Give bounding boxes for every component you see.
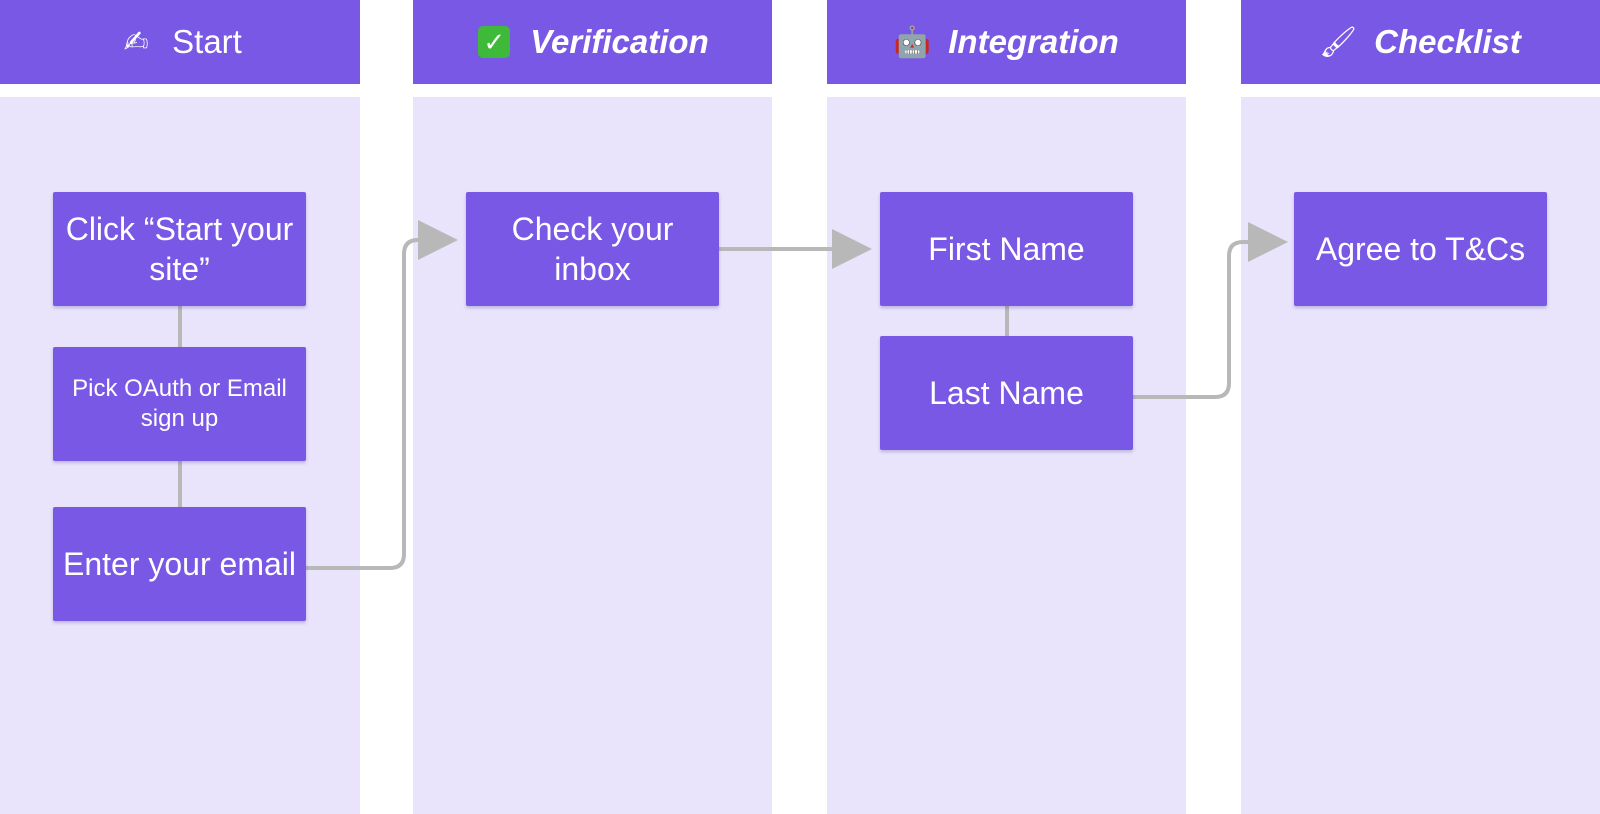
step-click-start-your-site[interactable]: Click “Start your site” — [53, 192, 306, 306]
check-mark-button-icon: ✓ — [476, 24, 512, 60]
lane-header-start: ✍ Start — [0, 0, 360, 84]
writing-hand-icon: ✍ — [123, 25, 149, 59]
lane-header-integration: 🤖 Integration — [827, 0, 1186, 84]
step-agree-to-tcs[interactable]: Agree to T&Cs — [1294, 192, 1547, 306]
lane-header-checklist: 🖌 Checklist — [1241, 0, 1600, 84]
lane-header-verification: ✓ Verification — [413, 0, 772, 84]
lane-title-start: Start — [172, 23, 242, 60]
lane-title-checklist: Checklist — [1374, 23, 1521, 60]
step-first-name[interactable]: First Name — [880, 192, 1133, 306]
lane-title-integration: Integration — [948, 23, 1119, 60]
paintbrush-icon: 🖌 — [1319, 25, 1358, 59]
robot-icon: 🤖 — [893, 25, 931, 59]
step-last-name[interactable]: Last Name — [880, 336, 1133, 450]
step-pick-oauth-or-email[interactable]: Pick OAuth or Email sign up — [53, 347, 306, 461]
step-enter-your-email[interactable]: Enter your email — [53, 507, 306, 621]
lane-title-verification: Verification — [530, 23, 709, 60]
step-check-your-inbox[interactable]: Check your inbox — [466, 192, 719, 306]
